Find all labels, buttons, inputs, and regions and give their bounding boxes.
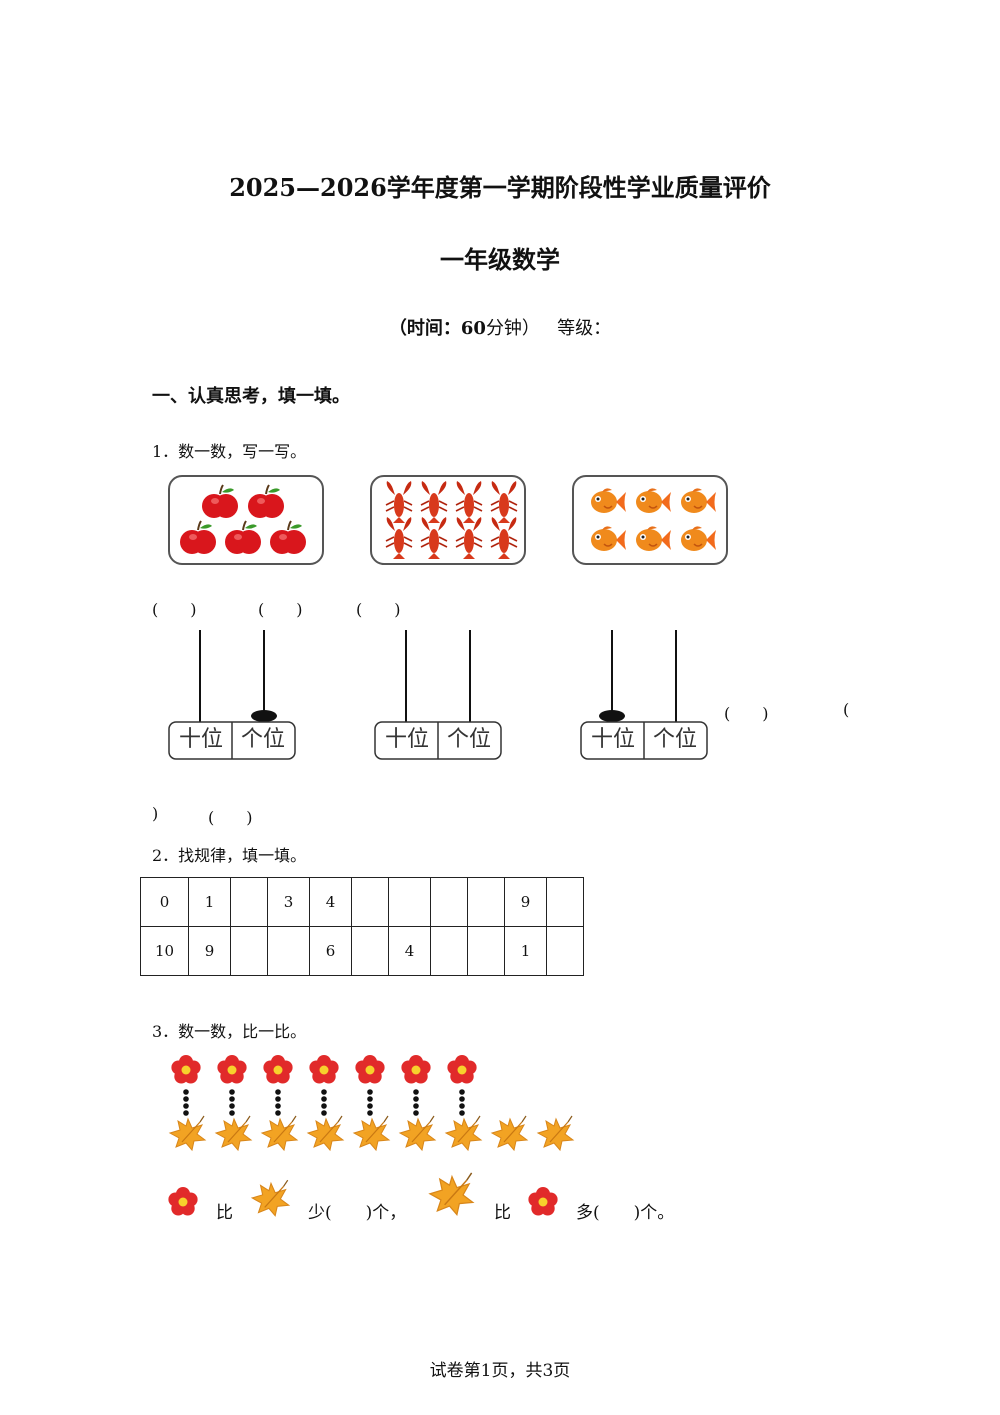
table-cell-blank[interactable] — [388, 877, 431, 927]
table-cell: 4 — [309, 877, 352, 927]
table-cell: 1 — [504, 926, 547, 976]
exam-title: 2025—2026学年度第一学期阶段性学业质量评价 — [229, 173, 771, 202]
match-dots — [275, 1089, 281, 1116]
table-cell: 9 — [188, 926, 231, 976]
match-dots — [183, 1089, 189, 1116]
answer-blank-crayfish[interactable]: ( ) — [258, 600, 303, 619]
match-dots — [229, 1089, 235, 1116]
match-dots — [321, 1089, 327, 1116]
question-3-prompt: 3．数一数，比一比。 — [152, 1022, 307, 1041]
time-prefix: （时间： — [388, 318, 461, 339]
abacus-3-ones-label: 个位 — [652, 727, 697, 752]
abacus-2-ones-label: 个位 — [446, 727, 491, 752]
abacus-3-tens-label: 十位 — [590, 727, 635, 752]
maple-leaf-icon — [261, 1115, 298, 1151]
answer-blank-abacus-2-open[interactable]: ( — [843, 700, 850, 719]
abacus-1-tens-label: 十位 — [178, 727, 223, 752]
abacus-3: 十位 个位 — [580, 630, 710, 770]
answer-blank-apples[interactable]: ( ) — [152, 600, 197, 619]
maple-leaf-icon — [537, 1115, 574, 1151]
table-cell: 0 — [140, 877, 189, 927]
answer-blank-abacus-2-close[interactable]: ) — [152, 804, 159, 823]
time-suffix: 分钟） — [485, 318, 540, 339]
apple-box — [168, 475, 324, 565]
abacus-2: 十位 个位 — [374, 630, 504, 770]
table-cell-blank[interactable] — [230, 926, 268, 976]
apple-icon — [179, 484, 307, 555]
compare-word-1: 比 — [216, 1203, 233, 1223]
maple-leaf-icon — [399, 1115, 436, 1151]
flower-icon — [309, 1055, 339, 1084]
pattern-row-ascending: 0 1 3 4 9 — [140, 877, 584, 927]
section-heading: 一、认真思考，填一填。 — [152, 386, 350, 407]
table-cell-blank[interactable] — [546, 926, 584, 976]
pattern-row-descending: 10 9 6 4 1 — [140, 926, 584, 976]
question-2-prompt: 2．找规律，填一填。 — [152, 846, 307, 865]
table-cell-blank[interactable] — [351, 877, 389, 927]
match-dots — [459, 1089, 465, 1116]
maple-leaf-icon — [307, 1115, 344, 1151]
answer-blank-abacus-3[interactable]: ( ) — [208, 808, 253, 827]
goldfish-icon — [590, 487, 717, 552]
abacus-3-frame — [580, 630, 708, 760]
answer-blank-abacus-1[interactable]: ( ) — [724, 704, 769, 723]
pattern-table: 0 1 3 4 9 10 9 6 4 1 — [140, 877, 584, 976]
table-cell-blank[interactable] — [467, 926, 505, 976]
time-and-grade-line: （时间：60分钟） 等级： — [0, 314, 1000, 340]
maple-leaf-icon — [215, 1115, 252, 1151]
flower-icon — [447, 1055, 477, 1084]
page-footer: 试卷第1页，共3页 — [429, 1361, 571, 1381]
flower-icon — [171, 1055, 201, 1084]
crayfish-box — [370, 475, 526, 565]
goldfish-box — [572, 475, 728, 565]
time-value: 60 — [460, 318, 486, 339]
match-dots — [413, 1089, 419, 1116]
table-cell: 3 — [267, 877, 310, 927]
abacus-1: 十位 个位 — [168, 630, 298, 770]
table-cell: 10 — [140, 926, 189, 976]
table-cell: 9 — [504, 877, 547, 927]
table-cell: 1 — [188, 877, 231, 927]
table-cell-blank[interactable] — [267, 926, 310, 976]
table-cell-blank[interactable] — [351, 926, 389, 976]
flower-icon — [401, 1055, 431, 1084]
flower-icon — [355, 1055, 385, 1084]
grade-label: 等级： — [557, 318, 612, 339]
abacus-1-ones-label: 个位 — [240, 727, 285, 752]
abacus-1-frame — [168, 630, 296, 760]
table-cell: 4 — [388, 926, 431, 976]
question-1-prompt: 1．数一数，写一写。 — [152, 442, 307, 461]
table-cell-blank[interactable] — [230, 877, 268, 927]
crayfish-icon — [385, 480, 518, 560]
flower-icon — [528, 1187, 558, 1216]
match-dots — [367, 1089, 373, 1116]
flower-icon — [168, 1187, 198, 1216]
compare-less-blank[interactable]: 少( )个， — [308, 1203, 407, 1223]
flower-icon — [263, 1055, 293, 1084]
table-cell-blank[interactable] — [546, 877, 584, 927]
abacus-2-frame — [374, 630, 502, 760]
table-cell-blank[interactable] — [430, 877, 468, 927]
maple-leaf-icon — [251, 1179, 290, 1217]
compare-more-blank[interactable]: 多( )个。 — [576, 1203, 675, 1223]
answer-blank-goldfish[interactable]: ( ) — [356, 600, 401, 619]
flower-icon — [217, 1055, 247, 1084]
maple-leaf-icon — [491, 1115, 528, 1151]
maple-leaf-icon — [429, 1172, 474, 1216]
table-cell: 6 — [309, 926, 352, 976]
exam-subject: 一年级数学 — [440, 245, 560, 274]
flower-leaf-rows — [169, 1055, 574, 1151]
maple-leaf-icon — [353, 1115, 390, 1151]
abacus-2-tens-label: 十位 — [384, 727, 429, 752]
table-cell-blank[interactable] — [467, 877, 505, 927]
maple-leaf-icon — [445, 1115, 482, 1151]
table-cell-blank[interactable] — [430, 926, 468, 976]
compare-word-2: 比 — [494, 1203, 511, 1223]
maple-leaf-icon — [169, 1115, 206, 1151]
